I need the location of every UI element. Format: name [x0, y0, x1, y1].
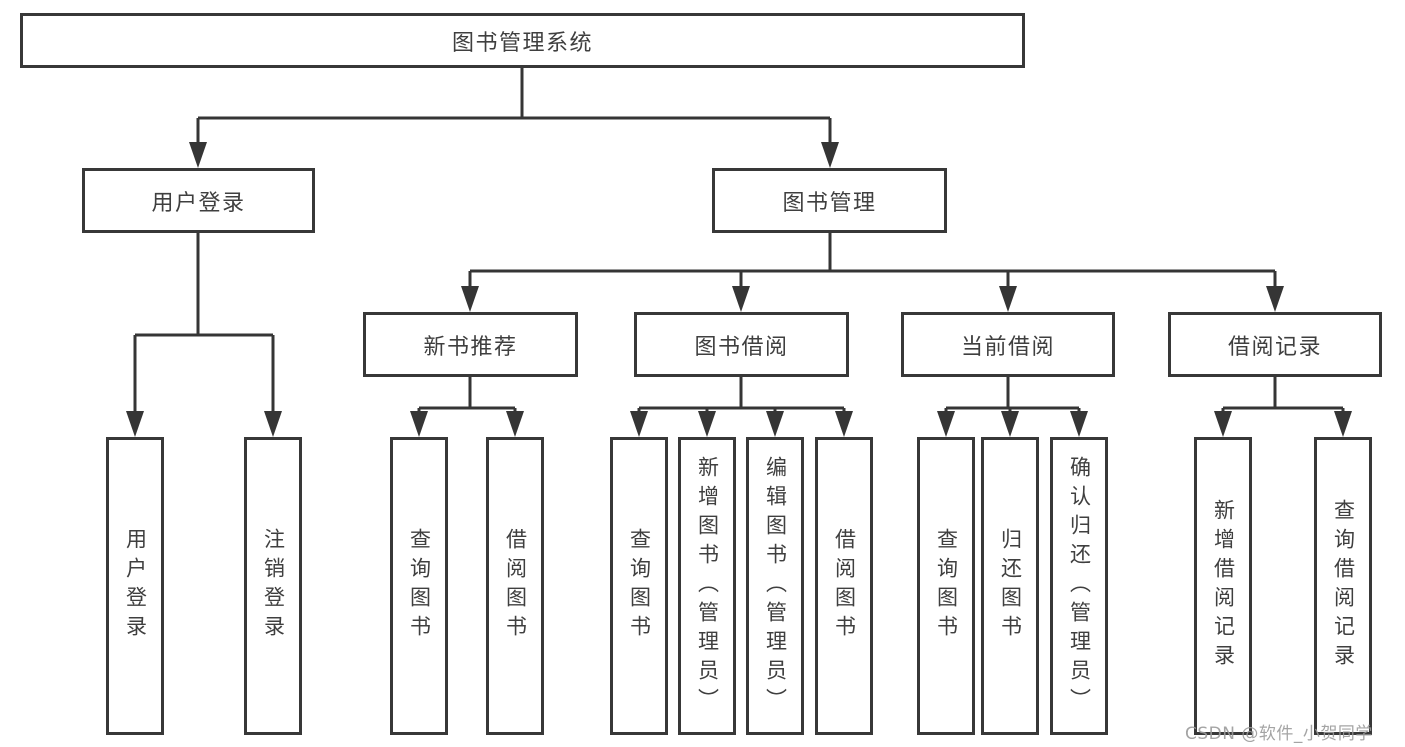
leaf-query-books-borrowing: 查询图书	[610, 437, 668, 735]
arrowhead-icon	[698, 411, 716, 437]
leaf-query-borrow-record: 查询借阅记录	[1314, 437, 1372, 735]
arrowhead-icon	[1214, 411, 1232, 437]
node-label: 用户登录	[123, 528, 148, 644]
arrowhead-icon	[630, 411, 648, 437]
arrowhead-icon	[1070, 411, 1088, 437]
node-label: 新增借阅记录	[1211, 499, 1236, 673]
arrowhead-icon	[835, 411, 853, 437]
leaf-confirm-return-admin: 确认归还（管理员）	[1050, 437, 1108, 735]
arrowhead-icon	[189, 142, 207, 168]
arrowhead-icon	[461, 286, 479, 312]
node-label: 查询图书	[627, 528, 652, 644]
leaf-edit-book-admin: 编辑图书（管理员）	[746, 437, 804, 735]
node-root: 图书管理系统	[20, 13, 1025, 68]
node-label: 新增图书（管理员）	[695, 455, 720, 717]
arrowhead-icon	[1001, 411, 1019, 437]
arrowhead-icon	[126, 411, 144, 437]
node-new-book-recommend: 新书推荐	[363, 312, 578, 377]
leaf-borrow-books-borrowing: 借阅图书	[815, 437, 873, 735]
node-label: 查询图书	[934, 528, 959, 644]
leaf-logout: 注销登录	[244, 437, 302, 735]
node-current-borrowing: 当前借阅	[901, 312, 1115, 377]
node-label: 借阅图书	[832, 528, 857, 644]
node-label: 图书管理系统	[451, 30, 593, 56]
node-label: 确认归还（管理员）	[1067, 455, 1092, 717]
node-label: 借阅图书	[503, 528, 528, 644]
leaf-add-book-admin: 新增图书（管理员）	[678, 437, 736, 735]
leaf-borrow-books-recommend: 借阅图书	[486, 437, 544, 735]
arrowhead-icon	[264, 411, 282, 437]
node-label: 注销登录	[261, 528, 286, 644]
arrowhead-icon	[1266, 286, 1284, 312]
node-user-login: 用户登录	[82, 168, 315, 233]
node-label: 借阅记录	[1227, 334, 1322, 360]
node-book-borrowing: 图书借阅	[634, 312, 849, 377]
watermark: CSDN @软件_小贺同学	[1185, 724, 1373, 744]
arrowhead-icon	[766, 411, 784, 437]
node-borrowing-records: 借阅记录	[1168, 312, 1382, 377]
arrowhead-icon	[506, 411, 524, 437]
leaf-query-books-current: 查询图书	[917, 437, 975, 735]
node-label: 新书推荐	[423, 334, 518, 360]
arrowhead-icon	[999, 286, 1017, 312]
arrowhead-icon	[1334, 411, 1352, 437]
arrowhead-icon	[821, 142, 839, 168]
arrowhead-icon	[410, 411, 428, 437]
node-label: 当前借阅	[960, 334, 1055, 360]
node-label: 图书借阅	[694, 334, 789, 360]
node-label: 图书管理	[782, 190, 877, 216]
leaf-user-login: 用户登录	[106, 437, 164, 735]
leaf-return-books: 归还图书	[981, 437, 1039, 735]
node-label: 归还图书	[998, 528, 1023, 644]
leaf-query-books-recommend: 查询图书	[390, 437, 448, 735]
arrowhead-icon	[937, 411, 955, 437]
node-label: 查询图书	[407, 528, 432, 644]
node-label: 编辑图书（管理员）	[763, 455, 788, 717]
node-book-management: 图书管理	[712, 168, 947, 233]
arrowhead-icon	[732, 286, 750, 312]
node-label: 查询借阅记录	[1331, 499, 1356, 673]
node-label: 用户登录	[151, 190, 246, 216]
leaf-add-borrow-record: 新增借阅记录	[1194, 437, 1252, 735]
